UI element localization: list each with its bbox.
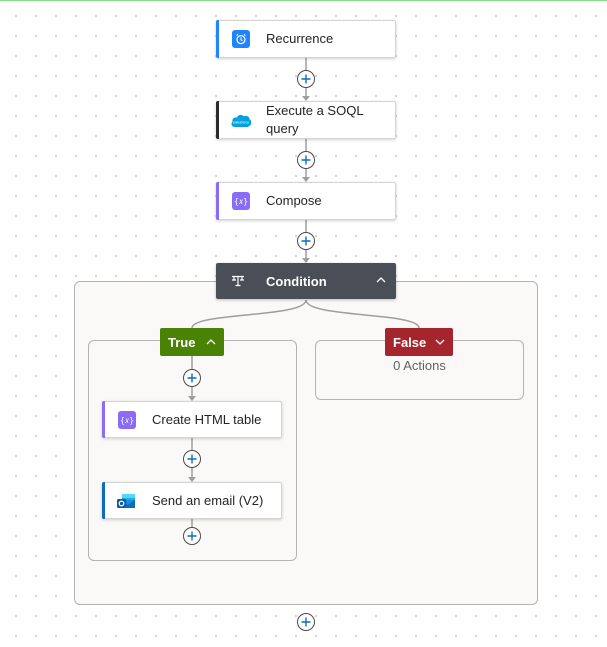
create-html-table-step-card[interactable]: {𝑥} Create HTML table — [102, 401, 282, 438]
add-action-button-true-2[interactable] — [183, 450, 201, 468]
chevron-up-icon[interactable] — [374, 273, 388, 287]
send-email-step-title: Send an email (V2) — [152, 492, 264, 508]
plus-icon — [301, 155, 311, 165]
svg-text:{𝑥}: {𝑥} — [120, 416, 134, 425]
false-branch-label: False — [393, 334, 427, 350]
plus-icon — [301, 617, 311, 627]
soql-title-line-2: query — [266, 121, 299, 136]
condition-step-title: Condition — [266, 273, 327, 289]
soql-accent-bar — [216, 101, 219, 139]
condition-icon — [230, 273, 246, 289]
soql-title-line-1: Execute a SOQL — [266, 103, 364, 118]
add-action-button-true-3[interactable] — [183, 527, 201, 545]
svg-text:salesforce: salesforce — [233, 120, 249, 124]
true-branch-label: True — [168, 334, 196, 350]
false-branch-empty-text: 0 Actions — [393, 358, 446, 373]
svg-text:{𝑥}: {𝑥} — [234, 197, 248, 206]
soql-query-step-title: Execute a SOQL query — [266, 102, 364, 138]
send-email-step-card[interactable]: Send an email (V2) — [102, 482, 282, 519]
recurrence-accent-bar — [216, 20, 219, 58]
plus-icon — [187, 531, 197, 541]
add-action-button-1[interactable] — [297, 70, 315, 88]
create-html-table-step-title: Create HTML table — [152, 411, 262, 427]
compose-braces-icon: {𝑥} — [232, 192, 250, 210]
salesforce-cloud-icon: salesforce — [230, 111, 252, 129]
add-action-button-end[interactable] — [297, 613, 315, 631]
compose-step-title: Compose — [266, 193, 322, 208]
add-action-button-3[interactable] — [297, 232, 315, 250]
add-action-button-2[interactable] — [297, 151, 315, 169]
recurrence-step-card[interactable]: Recurrence — [216, 20, 396, 58]
false-branch-badge[interactable]: False — [385, 328, 453, 356]
data-operation-braces-icon: {𝑥} — [118, 410, 136, 429]
true-branch-badge[interactable]: True — [160, 328, 224, 356]
send-email-accent-bar — [102, 482, 105, 519]
chevron-down-icon[interactable] — [433, 335, 447, 349]
soql-query-step-card[interactable]: salesforce Execute a SOQL query — [216, 101, 396, 139]
plus-icon — [187, 373, 197, 383]
condition-step-header[interactable]: Condition — [216, 263, 396, 299]
top-accent-line — [0, 0, 607, 1]
compose-step-card[interactable]: {𝑥} Compose — [216, 182, 396, 220]
compose-accent-bar — [216, 182, 219, 220]
plus-icon — [301, 236, 311, 246]
plus-icon — [187, 454, 197, 464]
html-table-accent-bar — [102, 401, 105, 438]
outlook-mail-icon — [116, 491, 136, 511]
alarm-clock-icon — [232, 30, 250, 48]
recurrence-step-title: Recurrence — [266, 31, 334, 46]
plus-icon — [301, 74, 311, 84]
chevron-up-icon[interactable] — [204, 335, 218, 349]
add-action-button-true-1[interactable] — [183, 369, 201, 387]
